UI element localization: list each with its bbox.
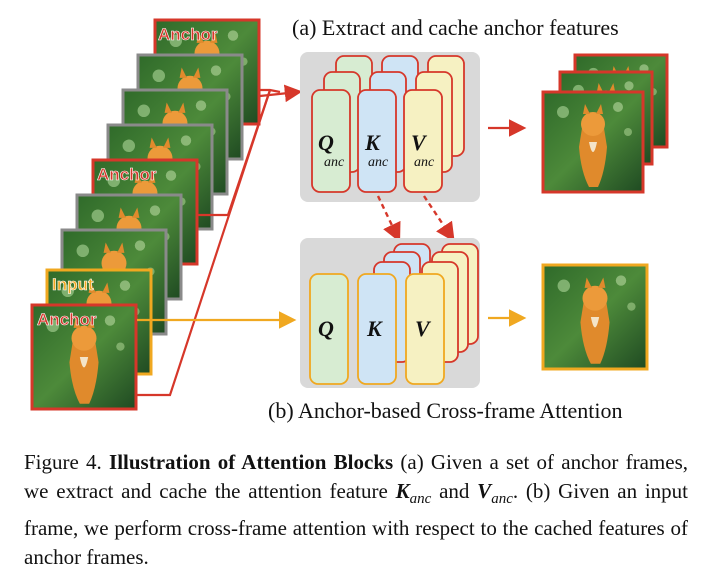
cache-arrows bbox=[376, 195, 455, 243]
title-extract-cache: (a) Extract and cache anchor features bbox=[292, 15, 619, 40]
output-frame bbox=[541, 263, 649, 371]
v-stack bbox=[403, 55, 465, 193]
v-anc-symbol: V bbox=[411, 130, 428, 155]
k-symbol: K bbox=[366, 316, 383, 341]
attention-diagram: (a) Extract and cache anchor features (b… bbox=[30, 15, 669, 423]
k-stack bbox=[357, 55, 419, 193]
anchor-label-bottom: Anchor bbox=[37, 310, 97, 329]
caption-bold-title: Illustration of Attention Blocks bbox=[109, 450, 394, 474]
caption-text-b: . (b) Given an input frame, we perform c… bbox=[24, 479, 689, 570]
panel-cross-attention: Q K V bbox=[300, 238, 480, 388]
caption-and: and bbox=[439, 479, 470, 503]
panel-extract: Q anc K anc V anc bbox=[300, 52, 480, 202]
caption-prefix: Figure 4. bbox=[24, 450, 102, 474]
anchor-label-top: Anchor bbox=[158, 25, 218, 44]
q-symbol: Q bbox=[318, 316, 334, 341]
input-label: Input bbox=[52, 275, 94, 294]
anchor-label-middle: Anchor bbox=[97, 165, 157, 184]
q-anc-symbol: Q bbox=[318, 130, 334, 155]
caption-text-a: (a) Given a set of anchor frames, we ext… bbox=[24, 450, 688, 503]
anchor-frame-front bbox=[30, 303, 138, 411]
frame-stack: Anchor Anchor Input Anchor bbox=[30, 18, 261, 411]
anchor-connectors bbox=[136, 84, 303, 397]
q-block bbox=[309, 273, 349, 385]
output-anchor-frames bbox=[541, 53, 669, 194]
figure-caption: Figure 4. Illustration of Attention Bloc… bbox=[24, 448, 688, 572]
k-anc-symbol: K bbox=[364, 130, 381, 155]
v-anc-math: Vanc bbox=[477, 479, 513, 508]
k-anc-subscript: anc bbox=[368, 155, 389, 170]
q-anc-subscript: anc bbox=[324, 155, 345, 170]
v-symbol: V bbox=[415, 316, 432, 341]
title-cross-frame-attention: (b) Anchor-based Cross-frame Attention bbox=[268, 398, 623, 423]
k-anc-math: Kanc bbox=[395, 479, 432, 508]
v-cached-stack bbox=[405, 243, 479, 385]
v-anc-subscript: anc bbox=[414, 155, 435, 170]
